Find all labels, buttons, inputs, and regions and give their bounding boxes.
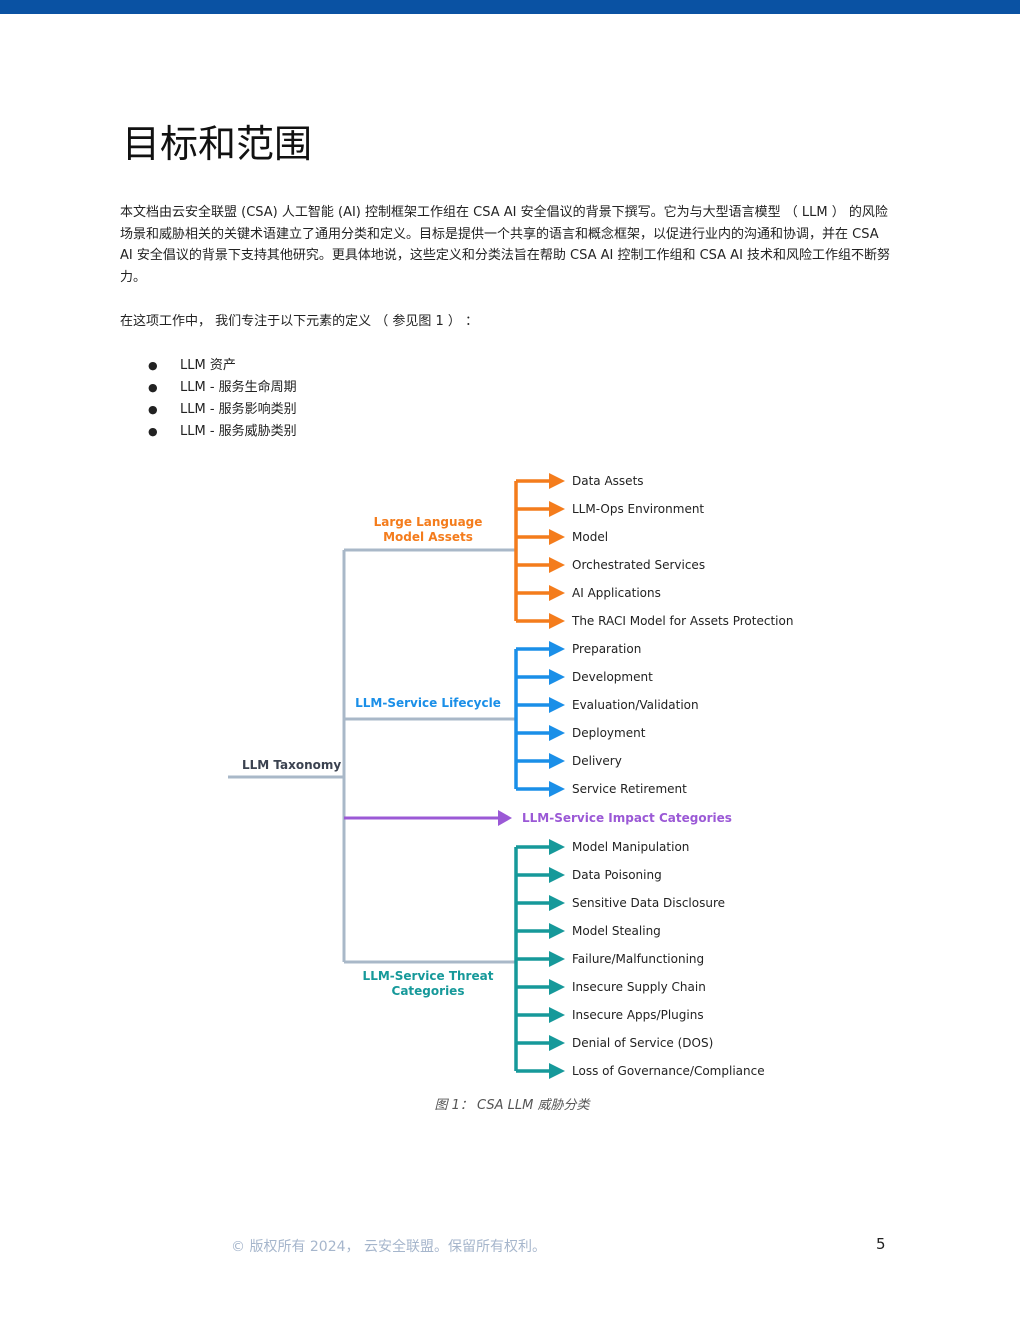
list-item: ● LLM 资产 [148, 355, 297, 377]
arrow-icon [549, 669, 565, 685]
arrow-icon [549, 501, 565, 517]
branch-threat-label: LLM-Service Threat [363, 969, 494, 983]
list-item-text: LLM - 服务生命周期 [180, 380, 297, 395]
arrow-icon [549, 641, 565, 657]
arrow-icon [549, 1063, 565, 1079]
arrow-icon [549, 613, 565, 629]
branch-impact-label: LLM-Service Impact Categories [522, 811, 732, 825]
list-item: ● LLM - 服务威胁类别 [148, 421, 297, 443]
copyright-footer: © 版权所有 2024， 云安全联盟。保留所有权利。 [231, 1239, 546, 1255]
root-label: LLM Taxonomy [242, 758, 341, 772]
arrow-icon [549, 725, 565, 741]
list-item: ● LLM - 服务影响类别 [148, 399, 297, 421]
list-item: ● LLM - 服务生命周期 [148, 377, 297, 399]
taxonomy-item-label: Insecure Apps/Plugins [572, 1008, 704, 1022]
list-item-text: LLM 资产 [180, 358, 236, 373]
branch-assets-label: Large Language [374, 515, 483, 529]
taxonomy-item-label: Sensitive Data Disclosure [572, 896, 725, 910]
list-item-text: LLM - 服务影响类别 [180, 402, 297, 417]
arrow-icon [549, 1035, 565, 1051]
taxonomy-item-label: Denial of Service (DOS) [572, 1036, 713, 1050]
taxonomy-item-label: Failure/Malfunctioning [572, 952, 704, 966]
taxonomy-item-label: Evaluation/Validation [572, 698, 699, 712]
taxonomy-item-label: Service Retirement [572, 782, 687, 796]
arrow-icon [549, 473, 565, 489]
bullet-icon: ● [148, 381, 158, 394]
arrow-icon [549, 979, 565, 995]
taxonomy-item-label: Data Assets [572, 474, 644, 488]
arrow-icon [549, 895, 565, 911]
taxonomy-item-label: LLM-Ops Environment [572, 502, 704, 516]
figure-caption: 图 1： CSA LLM 威胁分类 [434, 1098, 590, 1113]
bullet-icon: ● [148, 425, 158, 438]
taxonomy-item-label: Model Stealing [572, 924, 661, 938]
arrow-icon [549, 697, 565, 713]
arrow-icon [549, 839, 565, 855]
page-number: 5 [876, 1235, 886, 1253]
arrow-icon [549, 557, 565, 573]
taxonomy-item-label: Orchestrated Services [572, 558, 705, 572]
branch-assets-label: Model Assets [383, 530, 473, 544]
top-accent-bar [0, 0, 1020, 14]
intro-paragraph: 本文档由云安全联盟 (CSA) 人工智能 (AI) 控制框架工作组在 CSA A… [120, 205, 891, 285]
branch-threat-label: Categories [392, 984, 465, 998]
arrow-icon [549, 529, 565, 545]
taxonomy-item-label: Data Poisoning [572, 868, 662, 882]
section-heading: 目标和范围 [122, 122, 313, 166]
arrow-icon [549, 753, 565, 769]
arrow-icon [549, 1007, 565, 1023]
branch-lifecycle-label: LLM-Service Lifecycle [355, 696, 501, 710]
arrow-icon [549, 867, 565, 883]
taxonomy-item-label: Loss of Governance/Compliance [572, 1064, 765, 1078]
list-item-text: LLM - 服务威胁类别 [180, 424, 297, 439]
taxonomy-item-label: Delivery [572, 754, 622, 768]
arrow-icon [549, 781, 565, 797]
arrow-icon [549, 585, 565, 601]
taxonomy-item-label: Preparation [572, 642, 641, 656]
arrow-icon [498, 810, 512, 826]
lead-sentence: 在这项工作中， 我们专注于以下元素的定义 （ 参见图 1 ） ： [120, 314, 479, 329]
taxonomy-item-label: Model [572, 530, 608, 544]
arrow-icon [549, 951, 565, 967]
bullet-list: ● LLM 资产 ● LLM - 服务生命周期 ● LLM - 服务影响类别 ● LLM… [148, 355, 297, 443]
taxonomy-item-label: AI Applications [572, 586, 661, 600]
taxonomy-item-label: Model Manipulation [572, 840, 689, 854]
taxonomy-item-label: Insecure Supply Chain [572, 980, 706, 994]
taxonomy-item-label: Development [572, 670, 653, 684]
bullet-icon: ● [148, 403, 158, 416]
arrow-icon [549, 923, 565, 939]
taxonomy-item-label: Deployment [572, 726, 646, 740]
taxonomy-item-label: The RACI Model for Assets Protection [571, 614, 793, 628]
bullet-icon: ● [148, 359, 158, 372]
